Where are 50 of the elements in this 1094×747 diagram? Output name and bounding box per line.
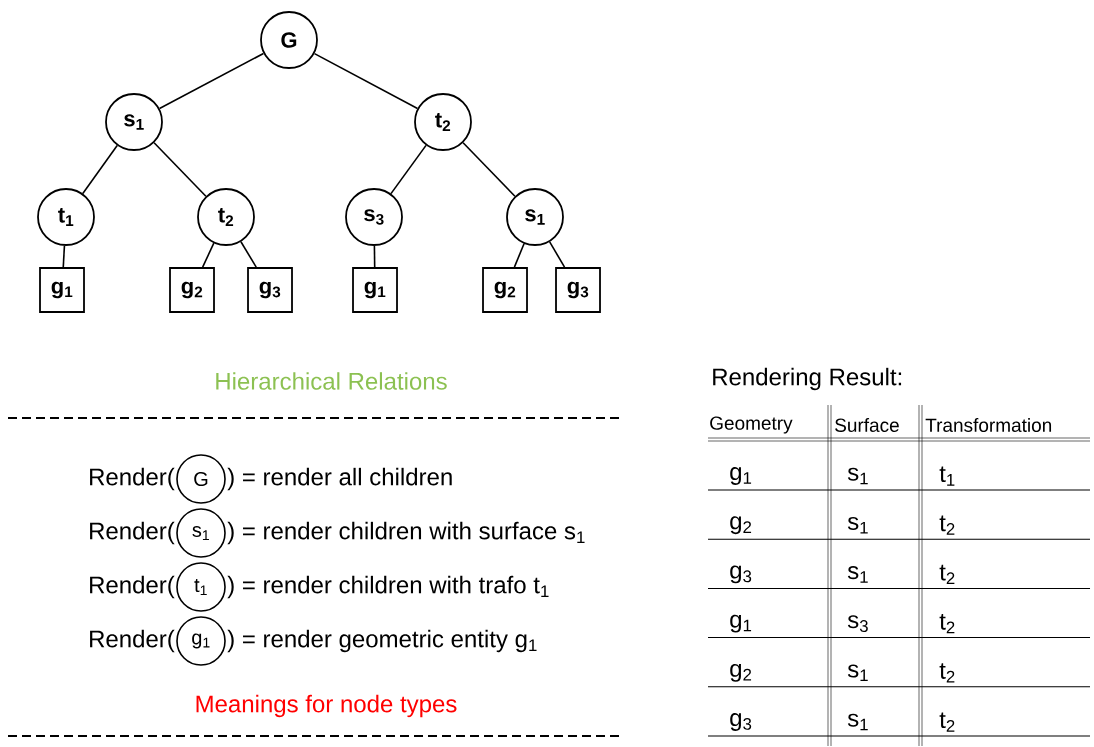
tree-line bbox=[82, 144, 118, 195]
tree-line bbox=[513, 242, 525, 268]
table-cell: g$_{1}$ bbox=[730, 614, 752, 633]
table-cell: t$_{2}$ bbox=[939, 515, 955, 535]
tree-square: g$_{3}$ bbox=[247, 267, 293, 313]
table-title: Rendering Result: bbox=[713, 367, 902, 391]
table-cell: g$_{2}$ bbox=[730, 516, 752, 535]
tree-line bbox=[240, 240, 257, 268]
table-cell: t$_{2}$ bbox=[939, 564, 955, 585]
tree-square: g$_{3}$ bbox=[555, 267, 601, 313]
formula-text: ) = render geometric entity g$_{1}$ bbox=[227, 629, 537, 653]
table-cell: g$_{3}$ bbox=[730, 565, 752, 584]
tree-square: g$_{2}$ bbox=[482, 267, 528, 313]
tree-line bbox=[462, 141, 516, 198]
tree-line bbox=[153, 141, 207, 198]
formula-text: Render( bbox=[90, 575, 175, 599]
table-cell: t$_{2}$ bbox=[939, 712, 955, 732]
table-cell: s$_{1}$ bbox=[847, 664, 868, 682]
formula-text: Render( bbox=[90, 467, 175, 491]
tree-line bbox=[62, 245, 66, 268]
tree-square: g$_{1}$ bbox=[352, 267, 398, 313]
formula-text: ) = render children with trafo t$_{1}$ bbox=[227, 575, 549, 599]
column-header: Surface bbox=[835, 418, 899, 432]
section-heading: Hierarchical Relations bbox=[216, 372, 447, 390]
tree-line bbox=[201, 242, 215, 268]
table-cell: t$_{1}$ bbox=[939, 466, 955, 486]
tree-line bbox=[313, 52, 419, 110]
formula-text: ) = render children with surface s$_{1}$ bbox=[227, 521, 585, 545]
table-cell: s$_{1}$ bbox=[847, 516, 868, 534]
table-cell: s$_{1}$ bbox=[847, 713, 868, 731]
formula-text: Render( bbox=[90, 521, 175, 545]
tree-line bbox=[390, 144, 427, 195]
tree-square: g$_{1}$ bbox=[39, 267, 85, 313]
table-cell: s$_{1}$ bbox=[847, 467, 868, 485]
formula-text: Render( bbox=[90, 629, 175, 653]
table-cell: t$_{2}$ bbox=[939, 663, 955, 683]
table-cell: g$_{3}$ bbox=[730, 713, 752, 731]
table-cell: g$_{2}$ bbox=[730, 663, 752, 682]
tree-line bbox=[548, 241, 566, 268]
tree-square: g$_{2}$ bbox=[169, 267, 215, 313]
table-cell: s$_{3}$ bbox=[847, 615, 868, 632]
column-header: Transformation bbox=[925, 418, 1052, 432]
column-header: Geometry bbox=[710, 416, 793, 434]
section-heading: Meanings for node types bbox=[196, 694, 457, 718]
tree-line bbox=[158, 52, 265, 110]
table-cell: t$_{2}$ bbox=[939, 614, 955, 634]
table-cell: g$_{1}$ bbox=[730, 467, 752, 485]
table-cell: s$_{1}$ bbox=[847, 566, 868, 583]
tree-line bbox=[373, 245, 376, 268]
formula-text: ) = render all children bbox=[227, 467, 452, 491]
